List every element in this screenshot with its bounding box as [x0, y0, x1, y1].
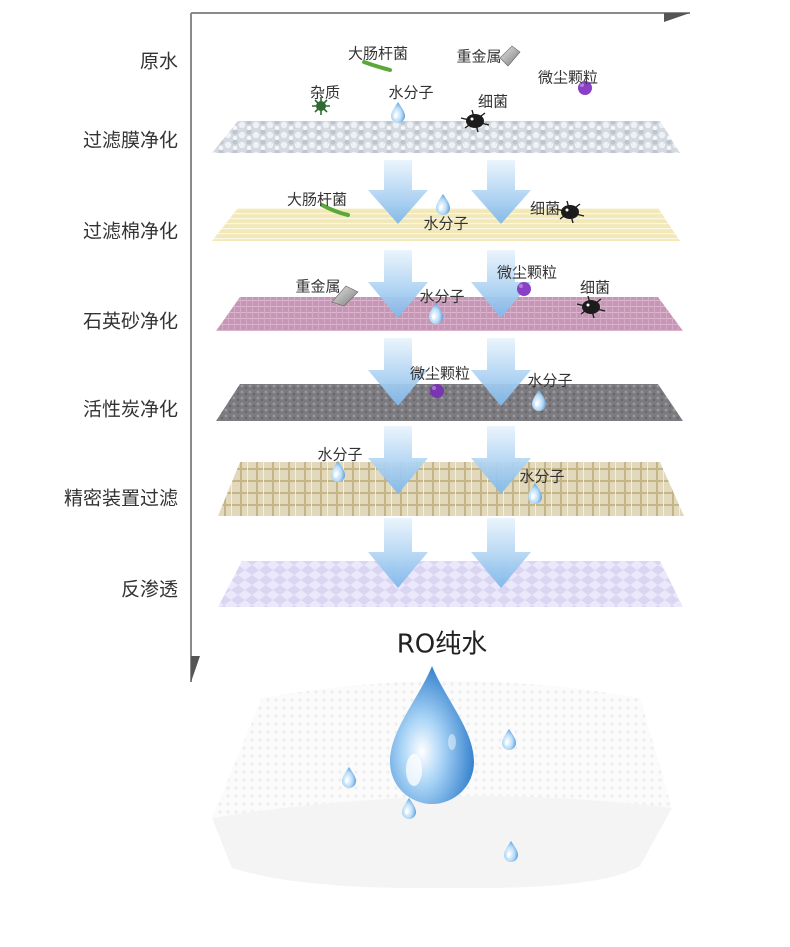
label-impurity: 杂质: [309, 83, 341, 102]
layer-ro: [218, 561, 683, 607]
pure-water-drop-icon: [390, 666, 474, 804]
label-dust: 微尘颗粒: [409, 364, 471, 383]
bacteria-icon: [555, 200, 585, 224]
dust-icon: [578, 81, 592, 95]
ecoli-icon: [362, 60, 392, 72]
pure-water-cloth: [212, 681, 672, 889]
label-water: 水分子: [419, 287, 465, 306]
layer-carbon: [216, 384, 683, 421]
layer-membrane: [212, 121, 680, 153]
ecoli-icon: [320, 203, 350, 217]
stage-label-carbon: 活性炭净化: [82, 398, 178, 421]
result-label: RO纯水: [396, 629, 488, 660]
stage-label-membrane: 过滤膜净化: [82, 129, 178, 152]
stage-label-cotton: 过滤棉净化: [82, 220, 178, 243]
dust-icon: [517, 282, 531, 296]
dust-icon: [430, 384, 444, 398]
label-heavy-metal: 重金属: [456, 47, 502, 66]
label-water: 水分子: [519, 467, 565, 486]
stage-label-quartz: 石英砂净化: [82, 310, 178, 333]
process-bracket: [190, 12, 690, 682]
label-dust: 微尘颗粒: [537, 68, 599, 87]
layer-quartz: [216, 297, 683, 331]
bacteria-icon: [576, 295, 606, 319]
label-bacteria: 细菌: [477, 92, 509, 111]
label-ecoli: 大肠杆菌: [347, 44, 409, 63]
label-water: 水分子: [527, 371, 573, 390]
label-water: 水分子: [388, 83, 434, 102]
heavy-metal-icon: [499, 45, 521, 67]
label-ecoli: 大肠杆菌: [286, 190, 348, 209]
label-bacteria: 细菌: [529, 199, 561, 218]
water-drop-icon: [391, 102, 405, 123]
heavy-metal-icon: [331, 285, 359, 307]
bacteria-icon: [460, 109, 490, 133]
label-bacteria: 细菌: [579, 278, 611, 297]
label-heavy-metal: 重金属: [295, 277, 341, 296]
stage-label-precision: 精密装置过滤: [63, 487, 178, 510]
layer-precision: [218, 462, 684, 516]
flow-arrows: [368, 160, 531, 588]
label-water: 水分子: [423, 214, 469, 233]
label-dust: 微尘颗粒: [496, 263, 558, 282]
impurity-icon: [312, 97, 330, 115]
label-water: 水分子: [317, 445, 363, 464]
stage-label-ro: 反渗透: [120, 578, 178, 601]
stage-label-raw: 原水: [139, 50, 178, 73]
